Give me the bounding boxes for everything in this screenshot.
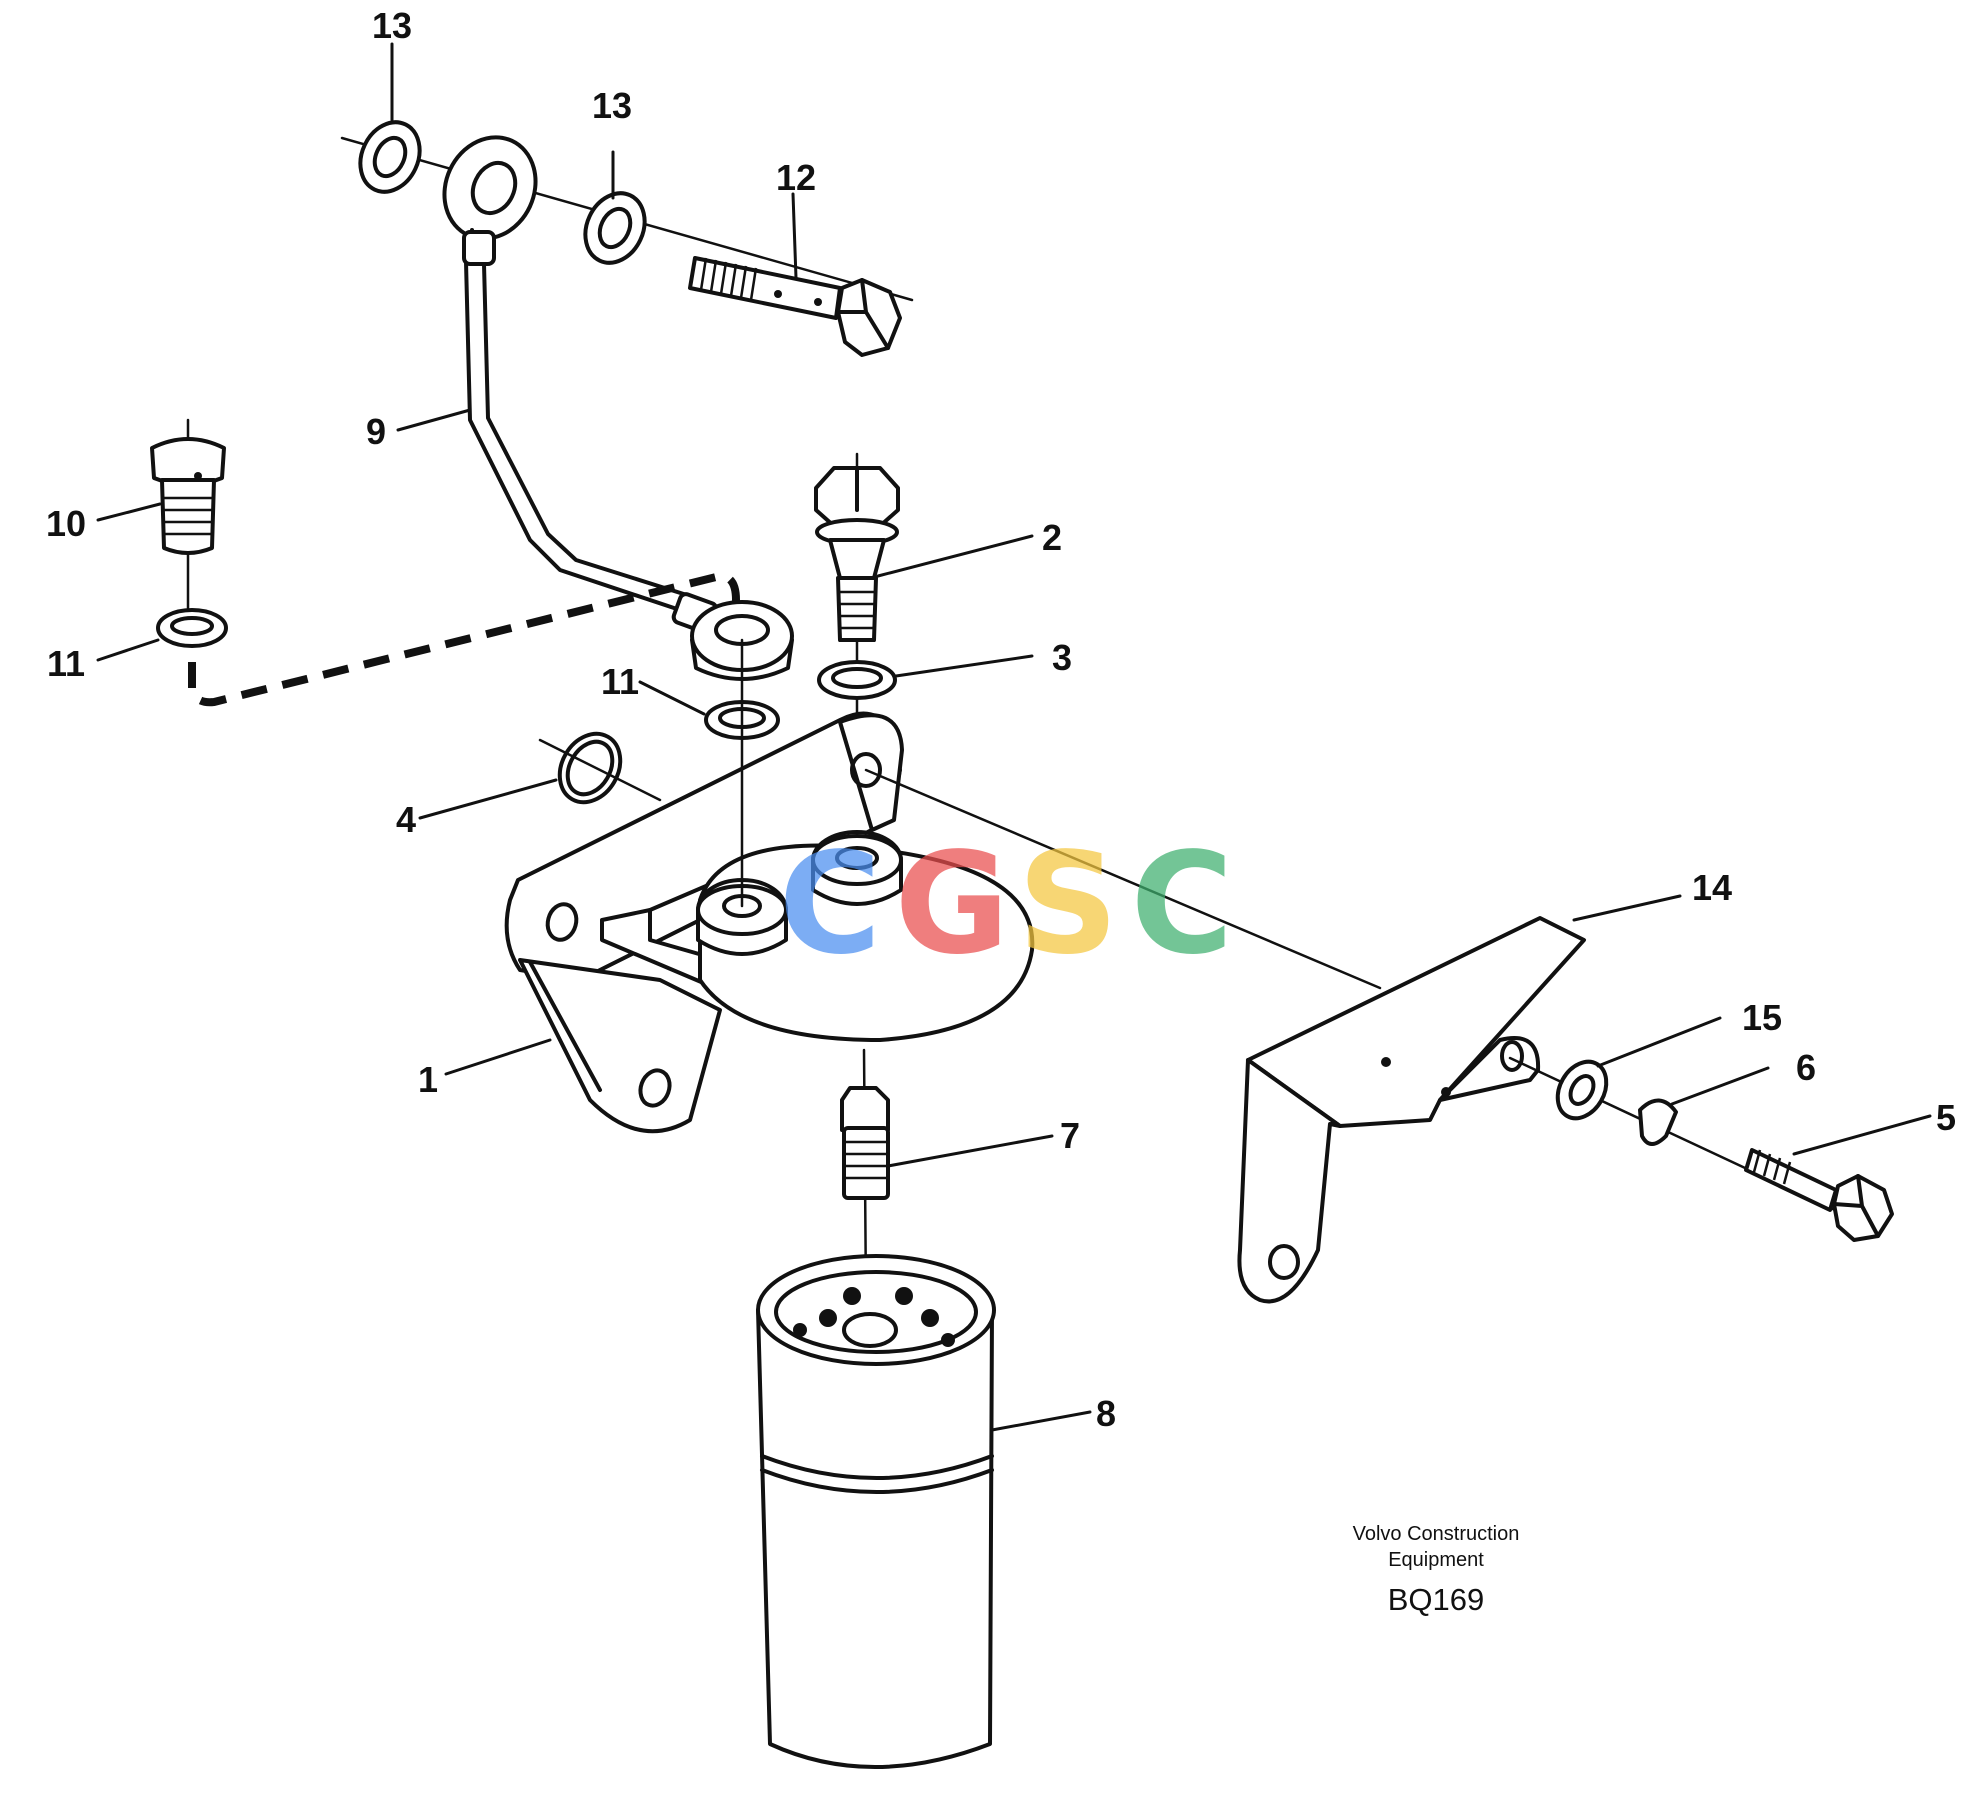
drain-plug-assembly: [150, 418, 228, 648]
banjo-bolt-assembly: [340, 120, 914, 357]
support-bracket: [864, 768, 1586, 1304]
plug-thread: [162, 496, 214, 536]
callout-12: 12: [776, 157, 816, 198]
oil-filter-cartridge: [756, 1254, 996, 1769]
callout-9: 9: [366, 411, 386, 452]
callout-15: 15: [1742, 997, 1782, 1038]
callout-3: 3: [1052, 637, 1072, 678]
callout-10: 10: [46, 503, 86, 544]
bolt-thread: [699, 257, 758, 301]
watermark-letter-c2: C: [1131, 823, 1234, 986]
o-ring: [538, 731, 662, 805]
nipple-thread: [844, 1140, 888, 1180]
watermark-letter-c1: C: [779, 823, 882, 986]
watermark-letter-g: G: [895, 823, 1010, 986]
callout-11-left: 11: [47, 643, 85, 684]
callout-4: 4: [396, 799, 416, 840]
oil-pipe: [462, 228, 719, 634]
callout-5: 5: [1936, 1097, 1956, 1138]
callout-1: 1: [418, 1059, 438, 1100]
threaded-nipple: [840, 1048, 890, 1302]
drawing-code: BQ169: [1388, 1582, 1485, 1617]
bracket-bolt-assembly: [1508, 1056, 1894, 1242]
callout-11-center: 11: [601, 661, 639, 702]
callout-14: 14: [1692, 867, 1732, 908]
filter-head-bracket: [504, 638, 1035, 1134]
bolt5-thread: [1752, 1149, 1792, 1185]
watermark-letter-s: S: [1018, 823, 1119, 986]
mounting-bolt-assembly: [814, 452, 900, 832]
callout-2: 2: [1042, 517, 1062, 558]
callout-7: 7: [1060, 1115, 1080, 1156]
caption-line-1: Volvo Construction: [1353, 1523, 1520, 1545]
manufacturer-caption: Volvo Construction Equipment BQ169: [1353, 1523, 1520, 1617]
callout-13-right: 13: [592, 85, 632, 126]
bolt2-thread: [838, 590, 876, 630]
callout-13-top: 13: [372, 5, 412, 46]
callout-6: 6: [1796, 1047, 1816, 1088]
callout-labels: 13 13 12 9 10 11 11 2 3 4 1 7 8 14 15 6 …: [46, 5, 1956, 1434]
callout-8: 8: [1096, 1393, 1116, 1434]
cgsc-watermark: C G S C: [779, 823, 1234, 986]
alternative-pipe-dashed: [188, 571, 740, 707]
caption-line-2: Equipment: [1388, 1549, 1484, 1571]
leader-lines: [96, 42, 1932, 1432]
